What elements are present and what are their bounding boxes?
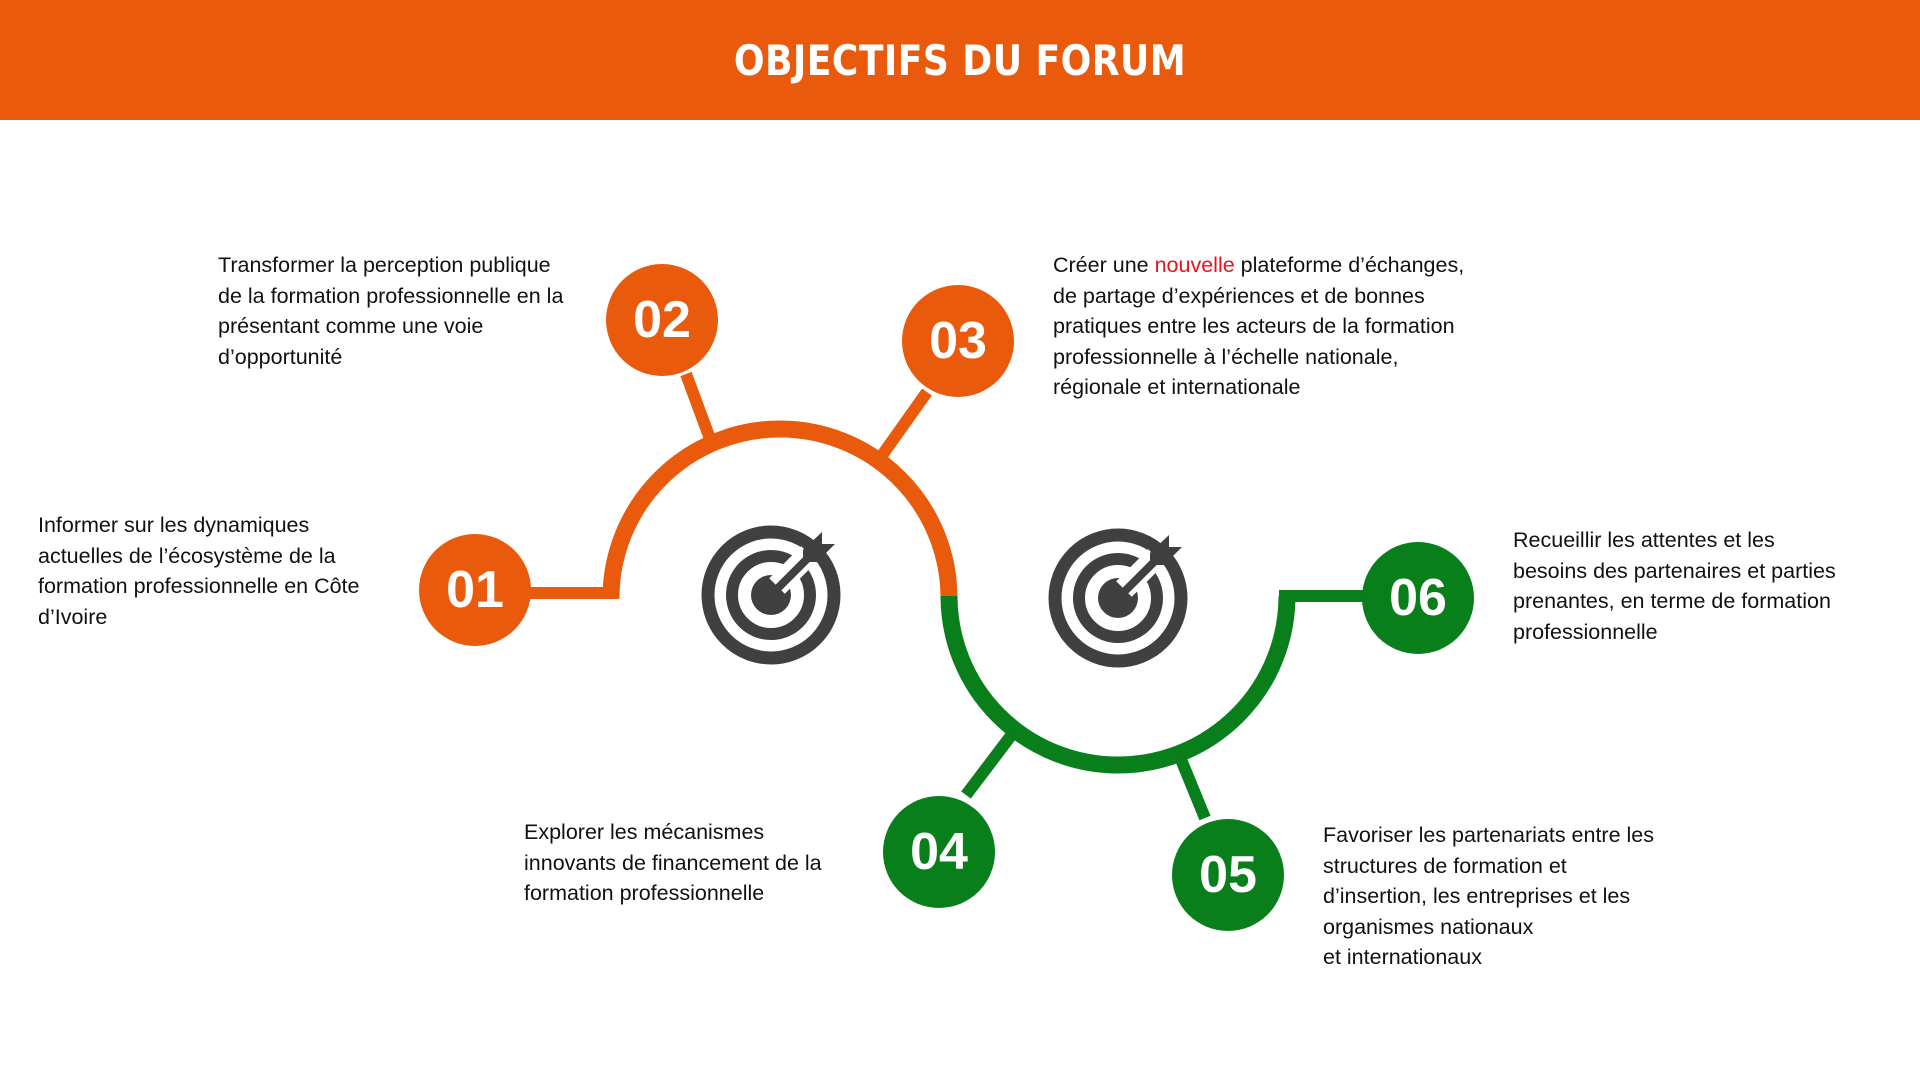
objective-01-text: Informer sur les dynamiques actuelles de…	[38, 510, 360, 632]
objective-05-text: Favoriser les partenariats entre les str…	[1323, 820, 1654, 973]
highlighted-word: nouvelle	[1154, 253, 1235, 277]
text-line: professionnelle à l’échelle nationale,	[1053, 344, 1399, 369]
connector-03	[878, 388, 932, 458]
text-line: présentant comme une voie	[218, 314, 484, 338]
text-line: d’insertion, les entreprises et les	[1323, 884, 1631, 908]
connector-02	[680, 371, 715, 439]
text-line: actuelles de l’écosystème de la	[38, 543, 336, 568]
text-line: de partage d’expériences et de bonnes	[1053, 283, 1425, 308]
target-icon	[1048, 528, 1188, 668]
text-line: structures de formation et	[1323, 853, 1567, 878]
text-line: Transformer la perception publique	[218, 253, 551, 277]
objective-02-text: Transformer la perception publique de la…	[218, 250, 563, 372]
objective-number: 05	[1199, 846, 1257, 904]
text-line: Recueillir les attentes et les	[1513, 528, 1775, 552]
objective-01-badge: 01	[419, 534, 531, 646]
text-line: professionnelle	[1513, 619, 1658, 644]
objective-04-text: Explorer les mécanismes innovants de fin…	[524, 817, 822, 909]
objective-06-badge: 06	[1362, 542, 1474, 654]
objective-number: 01	[446, 561, 504, 619]
objective-number: 04	[910, 823, 968, 881]
objective-number: 03	[929, 312, 987, 370]
text-line: Informer sur les dynamiques	[38, 513, 310, 537]
text-line: Favoriser les partenariats entre les	[1323, 823, 1655, 847]
text-segment: Créer une	[1053, 253, 1155, 277]
objective-number: 06	[1389, 569, 1447, 627]
green-arc	[940, 595, 1296, 774]
text-line: d’opportunité	[218, 344, 343, 369]
objective-03-badge: 03	[902, 285, 1014, 397]
text-line: organismes nationaux	[1323, 914, 1534, 939]
title-banner: OBJECTIFS DU FORUM	[0, 0, 1920, 120]
text-line: et internationaux	[1323, 945, 1482, 969]
text-line: Explorer les mécanismes	[524, 820, 765, 844]
connector-05	[1174, 754, 1211, 821]
text-line: Créer une nouvelle plateforme d’échanges…	[1053, 250, 1464, 281]
objective-04-badge: 04	[883, 796, 995, 908]
text-line: pratiques entre les acteurs de la format…	[1053, 314, 1455, 338]
orange-arc	[602, 420, 958, 599]
text-line: de la formation professionnelle en la	[218, 283, 564, 308]
objective-05-badge: 05	[1172, 819, 1284, 931]
objective-number: 02	[633, 291, 691, 349]
text-line: régionale et internationale	[1053, 375, 1301, 399]
text-line: besoins des partenaires et parties	[1513, 558, 1836, 583]
target-icon	[701, 525, 841, 665]
text-segment: plateforme d’échanges,	[1234, 253, 1465, 277]
text-line: formation professionnelle en Côte	[38, 574, 360, 598]
page-title: OBJECTIFS DU FORUM	[733, 35, 1187, 85]
objective-03-text: Créer une nouvelle plateforme d’échanges…	[1053, 250, 1464, 403]
objective-02-badge: 02	[606, 264, 718, 376]
text-line: formation professionnelle	[524, 881, 765, 905]
text-line: prenantes, en terme de formation	[1513, 589, 1831, 613]
connector-04	[961, 729, 1018, 799]
objective-06-text: Recueillir les attentes et les besoins d…	[1513, 525, 1836, 647]
text-line: d’Ivoire	[38, 604, 108, 629]
text-line: innovants de financement de la	[524, 850, 822, 875]
